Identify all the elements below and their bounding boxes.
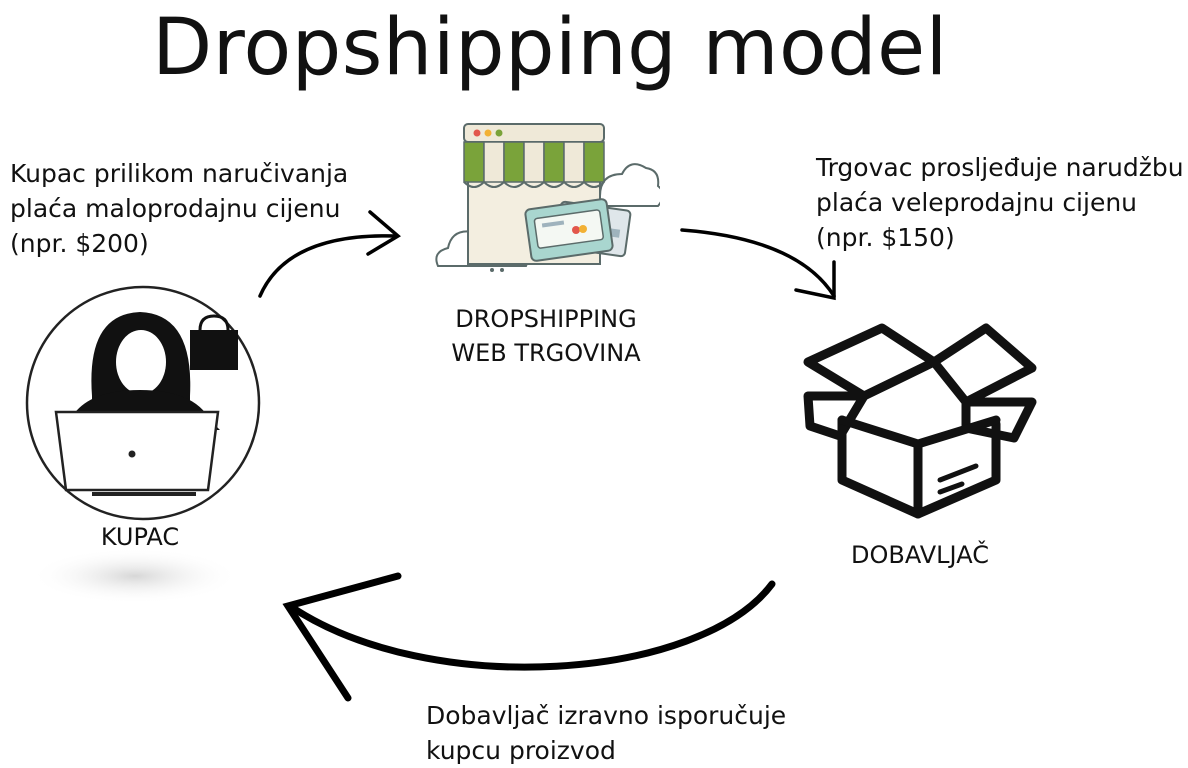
diagram-title: Dropshipping model — [152, 3, 948, 93]
customer-laptop-icon — [20, 278, 280, 608]
note-customer-pays: Kupac prilikom naručivanja plaća malopro… — [10, 156, 348, 261]
note-line: plaća maloprodajnu cijenu — [10, 194, 341, 223]
supplier-label-line: DOBAVLJAČ — [851, 541, 989, 569]
note-line: kupcu proizvod — [426, 736, 616, 765]
note-merchant-forwards: Trgovac prosljeđuje narudžbu i plaća vel… — [816, 150, 1188, 255]
arrow-supplier-to-customer — [282, 572, 776, 702]
note-supplier-ships: Dobavljač izravno isporučuje kupcu proiz… — [426, 698, 786, 768]
store-label: DROPSHIPPING WEB TRGOVINA — [430, 302, 662, 370]
note-line: (npr. $200) — [10, 229, 149, 258]
supplier-label: DOBAVLJAČ — [820, 538, 1020, 572]
note-line: Dobavljač izravno isporučuje — [426, 701, 787, 730]
note-line: Trgovac prosljeđuje narudžbu i — [816, 153, 1188, 182]
customer-label: KUPAC — [60, 520, 220, 554]
open-box-icon — [800, 320, 1040, 520]
store-label-line: DROPSHIPPING — [455, 305, 637, 333]
note-line: Kupac prilikom naručivanja — [10, 159, 349, 188]
arrow-customer-to-store — [258, 210, 401, 298]
store-label-line: WEB TRGOVINA — [451, 339, 641, 367]
arrow-store-to-supplier — [680, 228, 836, 301]
note-line: plaća veleprodajnu cijenu — [816, 188, 1138, 217]
note-line: (npr. $150) — [816, 223, 955, 252]
storefront-icon — [430, 118, 660, 278]
customer-label-line: KUPAC — [100, 523, 180, 551]
